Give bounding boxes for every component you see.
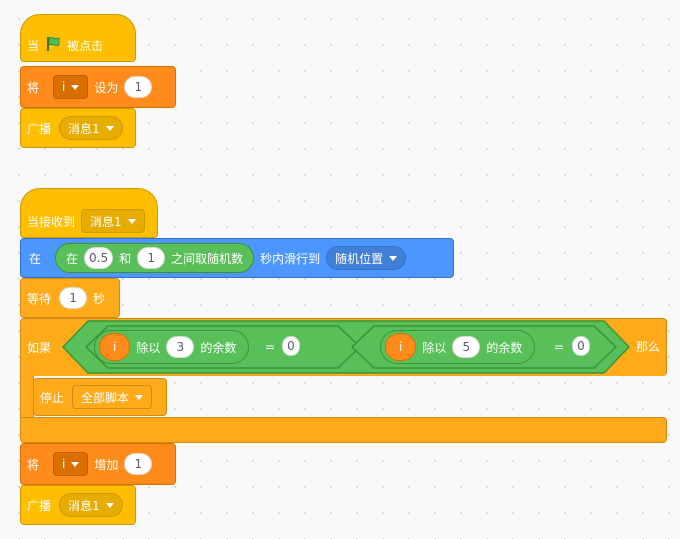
glide-in-label: 在: [29, 251, 42, 266]
variable-dropdown[interactable]: i: [53, 452, 89, 476]
message-dropdown[interactable]: 消息1: [81, 209, 145, 233]
stop-option-name: 全部脚本: [81, 390, 130, 405]
change-by-label: 增加: [94, 457, 119, 472]
random-reporter[interactable]: 在 0.5 和 1 之间取随机数: [55, 243, 255, 273]
mod-reporter-2[interactable]: i 除以 5 的余数: [380, 330, 536, 364]
variable-name: i: [62, 80, 66, 94]
variable-i-reporter[interactable]: i: [385, 333, 417, 361]
mod-label: 除以: [422, 340, 447, 355]
stop-label: 停止: [40, 390, 65, 405]
then-label: 那么: [636, 340, 661, 354]
when-receive-block[interactable]: 当接收到 消息1: [20, 188, 158, 238]
dropdown-caret-icon: [105, 502, 114, 508]
set-to-label: 设为: [94, 80, 119, 95]
mod-divisor-input[interactable]: 3: [166, 336, 195, 358]
hat-when-label: 当: [27, 38, 40, 53]
green-flag-icon: [45, 36, 61, 55]
message-dropdown[interactable]: 消息1: [59, 493, 123, 517]
variable-i-reporter[interactable]: i: [99, 333, 131, 361]
equals-sign-1: =: [265, 340, 276, 354]
message-dropdown[interactable]: 消息1: [59, 116, 123, 140]
when-flag-clicked-block[interactable]: 当 被点击: [20, 14, 136, 62]
glide-target-dropdown[interactable]: 随机位置: [326, 246, 407, 270]
dropdown-caret-icon: [389, 255, 398, 261]
random-from-input[interactable]: 0.5: [84, 247, 114, 269]
change-variable-block[interactable]: 将 i 增加 1: [20, 443, 176, 485]
remainder-label: 的余数: [200, 340, 237, 355]
set-label: 将: [27, 80, 40, 95]
wait-unit-label: 秒: [93, 291, 106, 306]
mod-divisor-input[interactable]: 5: [452, 336, 481, 358]
equals-value-input-1[interactable]: 0: [282, 336, 300, 356]
wait-label: 等待: [27, 291, 52, 306]
random-in-label: 在: [66, 251, 79, 266]
random-suffix-label: 之间取随机数: [171, 251, 244, 266]
change-label: 将: [27, 457, 40, 472]
message-name: 消息1: [68, 498, 100, 513]
hat-clicked-label: 被点击: [67, 38, 104, 53]
dropdown-caret-icon: [105, 125, 114, 131]
glide-block[interactable]: 在 在 0.5 和 1 之间取随机数 秒内滑行到 随机位置: [20, 238, 454, 278]
random-to-input[interactable]: 1: [137, 247, 166, 269]
mod-reporter-1[interactable]: i 除以 3 的余数: [94, 330, 250, 364]
message-name: 消息1: [90, 214, 122, 229]
broadcast-label: 广播: [27, 498, 52, 513]
random-and-label: 和: [119, 251, 132, 266]
dropdown-caret-icon: [127, 218, 136, 224]
glide-target-name: 随机位置: [335, 251, 384, 266]
variable-name: i: [62, 457, 66, 471]
dropdown-caret-icon: [71, 461, 80, 467]
if-block-bottom: [20, 417, 667, 443]
wait-value-input[interactable]: 1: [59, 287, 88, 309]
if-label: 如果: [27, 341, 52, 355]
broadcast-block[interactable]: 广播 消息1: [20, 108, 136, 148]
variable-dropdown[interactable]: i: [53, 75, 89, 99]
remainder-label: 的余数: [486, 340, 523, 355]
wait-block[interactable]: 等待 1 秒: [20, 278, 120, 318]
change-value-input[interactable]: 1: [124, 453, 153, 475]
when-receive-label: 当接收到: [27, 214, 76, 229]
equals-value-input-2[interactable]: 0: [572, 336, 590, 356]
dropdown-caret-icon: [71, 84, 80, 90]
equals-sign-2: =: [554, 340, 565, 354]
message-name: 消息1: [68, 121, 100, 136]
dropdown-caret-icon: [135, 394, 144, 400]
broadcast-block[interactable]: 广播 消息1: [20, 485, 136, 525]
mod-label: 除以: [136, 340, 161, 355]
stop-option-dropdown[interactable]: 全部脚本: [72, 385, 153, 409]
stop-block[interactable]: 停止 全部脚本: [33, 378, 167, 416]
set-value-input[interactable]: 1: [124, 76, 153, 98]
if-block-spine: [20, 375, 34, 419]
glide-mid-label: 秒内滑行到: [260, 251, 321, 266]
set-variable-block[interactable]: 将 i 设为 1: [20, 66, 176, 108]
broadcast-label: 广播: [27, 121, 52, 136]
